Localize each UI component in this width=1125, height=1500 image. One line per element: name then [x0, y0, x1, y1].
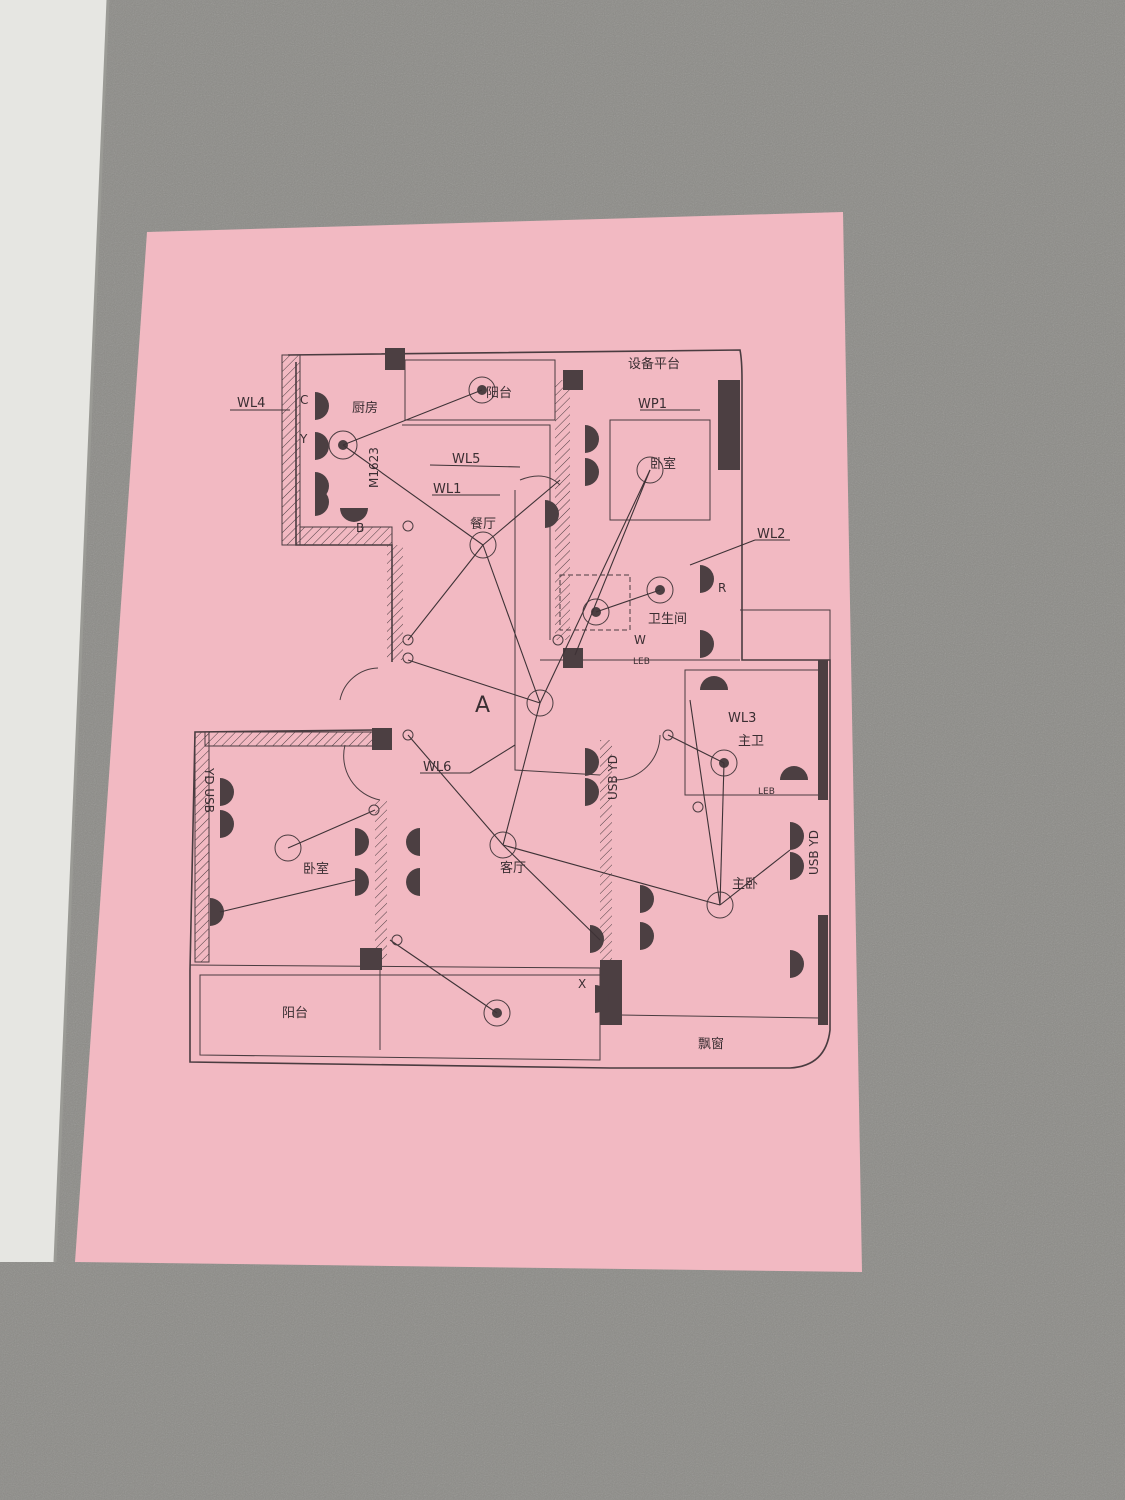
socket-mark-y: Y	[299, 432, 308, 446]
circuit-wl5: WL5	[452, 452, 480, 467]
room-label-bathroom: 卫生间	[648, 612, 687, 627]
usb-yd-mark-living: USB YD	[606, 755, 620, 800]
leb-mark-bath: LEB	[633, 657, 650, 667]
circuit-wp1: WP1	[638, 397, 667, 412]
wiring	[219, 389, 791, 1014]
usb-yd-mark-master: USB YD	[807, 830, 821, 875]
switches	[368, 520, 704, 946]
area-mark-a: A	[475, 693, 490, 718]
socket-mark-c: C	[300, 393, 308, 407]
circuit-wl1: WL1	[433, 482, 461, 497]
socket-mark-b: B	[356, 521, 364, 535]
door-edge	[53, 0, 110, 1263]
circuit-wl4: WL4	[237, 396, 265, 411]
door-code: M1623	[367, 447, 381, 488]
socket-mark-x: X	[578, 977, 586, 991]
room-label-bay-window: 飘窗	[698, 1036, 724, 1052]
room-label-living: 客厅	[500, 860, 526, 876]
sockets	[210, 392, 808, 1013]
floor-plan: 厨房 阳台 设备平台 餐厅 卧室 卫生间 主卫 卧室 客厅 主卧 阳台 飘窗 W…	[189, 348, 831, 1069]
circuit-wl3: WL3	[728, 711, 756, 726]
yd-usb-mark-bedroom: YD USB	[202, 767, 216, 813]
ceiling-lamps	[274, 376, 738, 1027]
room-label-master-bedroom: 主卧	[732, 877, 758, 892]
circuit-wl2: WL2	[757, 527, 785, 542]
socket-mark-r: R	[718, 581, 726, 595]
room-label-kitchen: 厨房	[352, 400, 378, 416]
room-label-bedroom: 卧室	[303, 861, 329, 877]
room-label-equipment-platform: 设备平台	[628, 356, 680, 372]
room-label-dining: 餐厅	[470, 516, 496, 532]
circuit-wl6: WL6	[423, 760, 451, 775]
room-label-second-bedroom: 卧室	[650, 456, 676, 472]
room-label-top-balcony: 阳台	[486, 386, 512, 401]
socket-mark-w: W	[634, 633, 646, 647]
leb-mark-master-bath: LEB	[758, 787, 775, 797]
door-panel	[0, 0, 108, 1262]
room-label-master-bath: 主卫	[738, 734, 764, 749]
room-label-balcony: 阳台	[282, 1006, 308, 1021]
pink-paper	[75, 212, 862, 1272]
